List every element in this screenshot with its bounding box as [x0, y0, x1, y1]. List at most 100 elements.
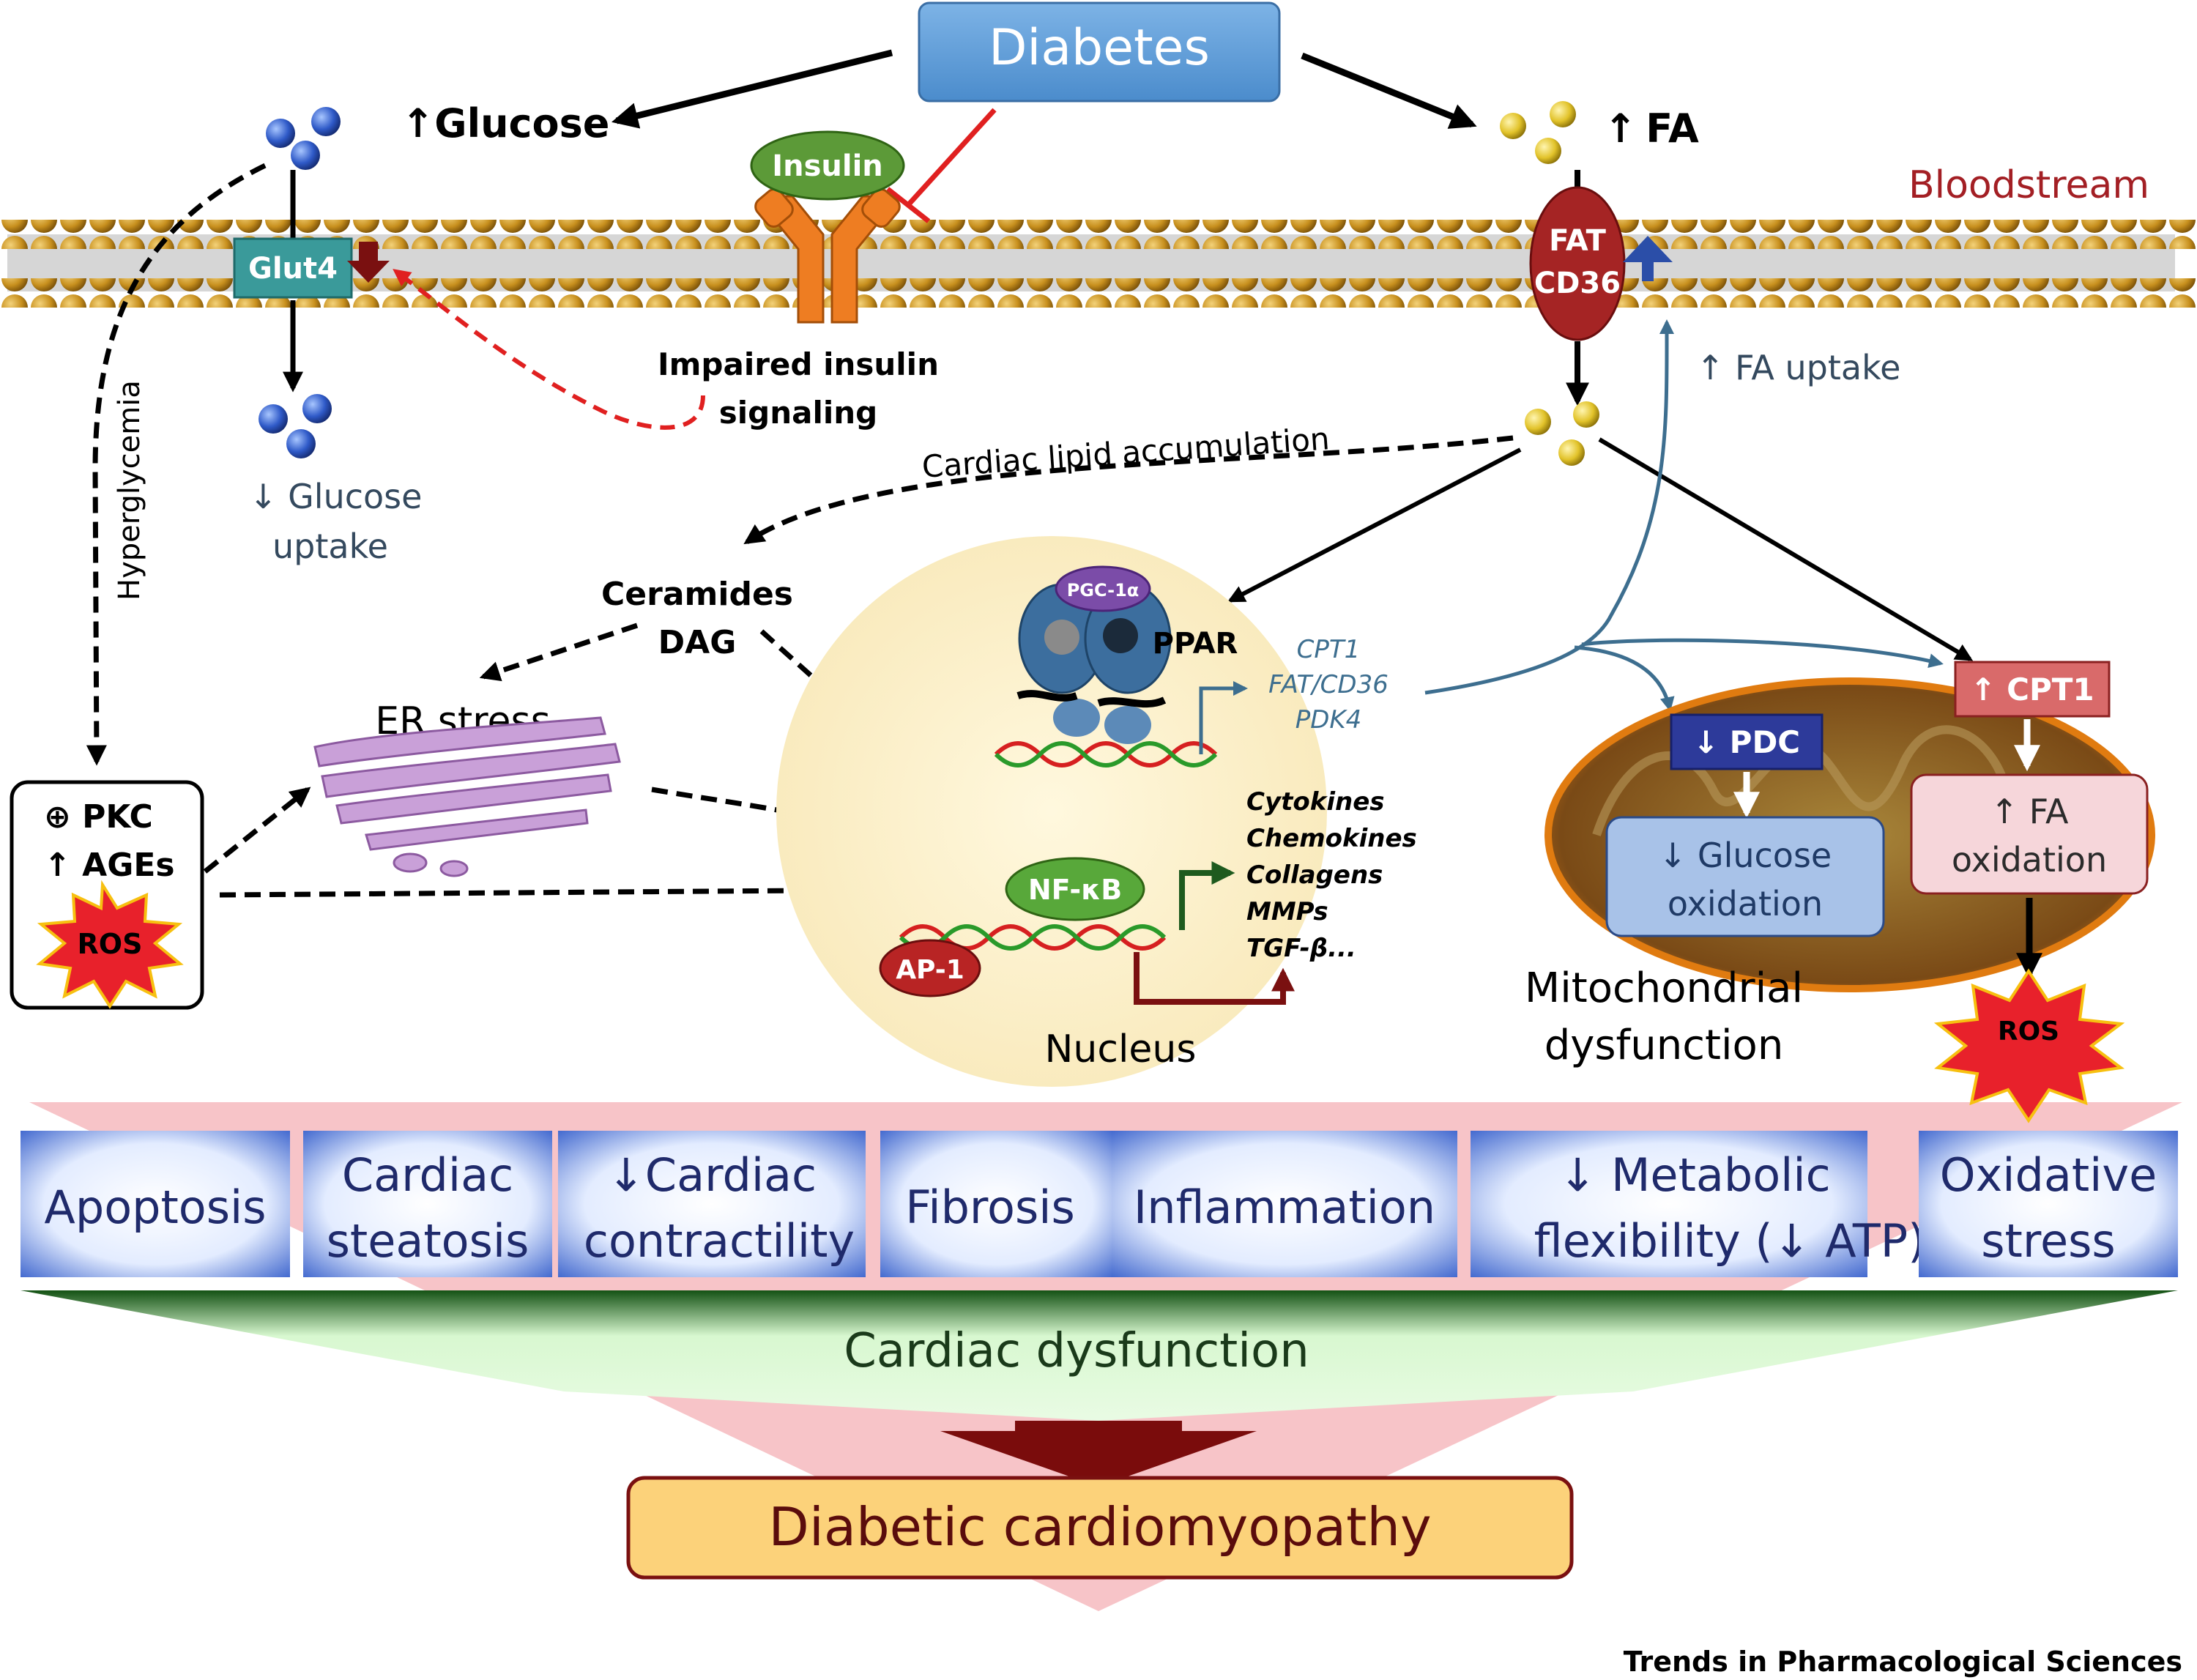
er-organelle-icon	[313, 716, 621, 877]
journal-footer: Trends in Pharmacological Sciences	[1624, 1646, 2182, 1678]
svg-text:↓Cardiac: ↓Cardiac	[607, 1148, 817, 1202]
insulin-molecule: Insulin	[750, 130, 905, 201]
ap1-transcription-arrow	[1134, 952, 1295, 1005]
dag-label: DAG	[658, 624, 737, 661]
diabetes-to-glucose-arrow	[611, 49, 893, 129]
mito-dysfunction-line1: Mitochondrial	[1525, 964, 1803, 1012]
ages-label: ↑ AGEs	[44, 847, 175, 884]
bloodstream-label: Bloodstream	[1908, 163, 2149, 207]
hyperglycemia-label: Hyperglycemia	[113, 380, 146, 601]
diabetes-node: Diabetes	[918, 1, 1281, 103]
mito-dysfunction-line2: dysfunction	[1544, 1022, 1784, 1069]
ceramides-label: Ceramides	[601, 576, 793, 613]
cd36-label: CD36	[1534, 267, 1621, 300]
outcome-inflammation: Inflammation	[1112, 1131, 1457, 1277]
target-chemokines: Chemokines	[1246, 824, 1417, 853]
glucose-uptake-line1: ↓ Glucose	[249, 477, 422, 516]
target-collagens: Collagens	[1246, 861, 1383, 890]
diabetic-cardiomyopathy-label: Diabetic cardiomyopathy	[768, 1496, 1431, 1558]
ppar-target-pdk4: PDK4	[1295, 705, 1362, 735]
outcome-fibrosis: Fibrosis	[880, 1131, 1113, 1277]
impaired-insulin-line2: signaling	[719, 395, 877, 431]
fa-oxidation-line1: ↑ FA	[1990, 792, 2069, 831]
fa-to-cpt1-arrow	[1598, 437, 1974, 661]
outcome-cardiac-contractility: ↓Cardiac contractility	[558, 1131, 866, 1277]
pkc-to-er-arrow	[203, 787, 311, 874]
pkc-ages-ros-box: ⊕ PKC ↑ AGEs ROS	[10, 780, 204, 1010]
hyperglycemia-arrow	[86, 163, 267, 766]
cpt1-node: ↑ CPT1	[1954, 661, 2111, 718]
fa-oxidation-line2: oxidation	[1952, 840, 2107, 880]
cpt1-label: ↑ CPT1	[1970, 672, 2094, 707]
outcome-metabolic-flexibility: ↓ Metabolic flexibility (↓ ATP)	[1471, 1131, 1925, 1277]
ppar-target-cpt1: CPT1	[1297, 635, 1361, 664]
svg-text:flexibility (↓ ATP): flexibility (↓ ATP)	[1534, 1214, 1926, 1268]
pdc-label: ↓ PDC	[1693, 724, 1800, 760]
svg-text:stress: stress	[1981, 1214, 2116, 1268]
glucose-oxidation-node: ↓ Glucose oxidation	[1605, 816, 1885, 937]
ap1-label: AP-1	[896, 955, 964, 985]
ros-label-right: ROS	[1998, 1016, 2059, 1047]
svg-text:↓ Metabolic: ↓ Metabolic	[1558, 1148, 1830, 1202]
svg-text:steatosis: steatosis	[327, 1214, 529, 1268]
glucose-molecules-inside	[259, 394, 332, 458]
ros-label-left: ROS	[78, 928, 143, 960]
target-cytokines: Cytokines	[1246, 787, 1385, 817]
glucose-up-arrow: ↑	[401, 100, 434, 146]
insulin-receptor	[754, 188, 901, 324]
dna-bottom	[899, 924, 1167, 951]
fa-molecules-top	[1500, 101, 1576, 164]
glut4-label: Glut4	[248, 252, 338, 286]
cardiac-dysfunction-funnel	[21, 1290, 2178, 1421]
to-cardiomyopathy-arrow	[940, 1421, 1257, 1487]
svg-text:contractility: contractility	[584, 1214, 855, 1268]
diabetic-cardiomyopathy-node: Diabetic cardiomyopathy	[626, 1476, 1574, 1580]
svg-text:Oxidative: Oxidative	[1940, 1148, 2157, 1202]
fat-cd36-up-arrow	[1623, 236, 1673, 281]
fa-uptake-feedback	[1424, 319, 1675, 695]
fa-molecules-inside	[1525, 401, 1599, 466]
glucose-molecules-top	[266, 107, 341, 170]
fa-uptake-label: ↑ FA uptake	[1696, 348, 1900, 387]
glucose-oxidation-line1: ↓ Glucose	[1659, 836, 1832, 875]
glucose-oxidation-line2: oxidation	[1668, 884, 1823, 923]
ap1-node: AP-1	[879, 939, 981, 997]
impaired-insulin-to-glut4	[393, 269, 705, 430]
svg-text:Apoptosis: Apoptosis	[44, 1181, 266, 1234]
glucose-uptake-line2: uptake	[272, 527, 388, 566]
pkc-label: ⊕ PKC	[44, 798, 153, 836]
lipid-accumulation-label: Cardiac lipid accumulation	[921, 420, 1331, 485]
svg-text:Fibrosis: Fibrosis	[905, 1181, 1075, 1234]
ppar-label: PPAR	[1153, 627, 1238, 661]
glut4-transporter	[233, 237, 353, 299]
target-tgfb: TGF-β...	[1246, 934, 1356, 963]
glut4-down-arrow	[347, 242, 390, 283]
ceramides-to-er-arrow	[479, 622, 639, 682]
fat-label: FAT	[1549, 224, 1607, 258]
svg-text:↑Glucose: ↑Glucose	[401, 100, 609, 146]
nucleus-label: Nucleus	[1045, 1027, 1197, 1071]
svg-text:Inflammation: Inflammation	[1134, 1181, 1435, 1234]
pgc-label: PGC-1α	[1067, 580, 1140, 601]
diabetes-label: Diabetes	[989, 19, 1210, 77]
nfkb-transcription-arrow	[1179, 861, 1235, 930]
outcome-apoptosis: Apoptosis	[21, 1131, 290, 1277]
dna-top	[994, 741, 1218, 767]
diabetes-to-fa-arrow	[1301, 52, 1477, 129]
ppar-transcription-arrow	[1199, 681, 1248, 754]
nfkb-node: NF-κB	[1005, 857, 1145, 921]
fa-to-ppar-arrow	[1227, 447, 1522, 603]
pdc-node: ↓ PDC	[1670, 713, 1824, 770]
nfkb-label: NF-κB	[1028, 874, 1122, 906]
fa-label: FA	[1646, 105, 1699, 152]
outcome-oxidative-stress: Oxidative stress	[1919, 1131, 2178, 1277]
fat-cd36-transporter: FAT CD36	[1529, 186, 1626, 341]
outcome-cardiac-steatosis: Cardiac steatosis	[303, 1131, 552, 1277]
target-mmps: MMPs	[1246, 897, 1328, 926]
fa-up-arrow: ↑	[1604, 105, 1637, 152]
ros-burst-left	[36, 880, 184, 1009]
lipid-accumulation-arrow	[743, 435, 1514, 545]
diabetes-inhibits-insulin	[906, 108, 997, 207]
ppar-complex: PGC-1α PPAR	[1016, 565, 1238, 744]
